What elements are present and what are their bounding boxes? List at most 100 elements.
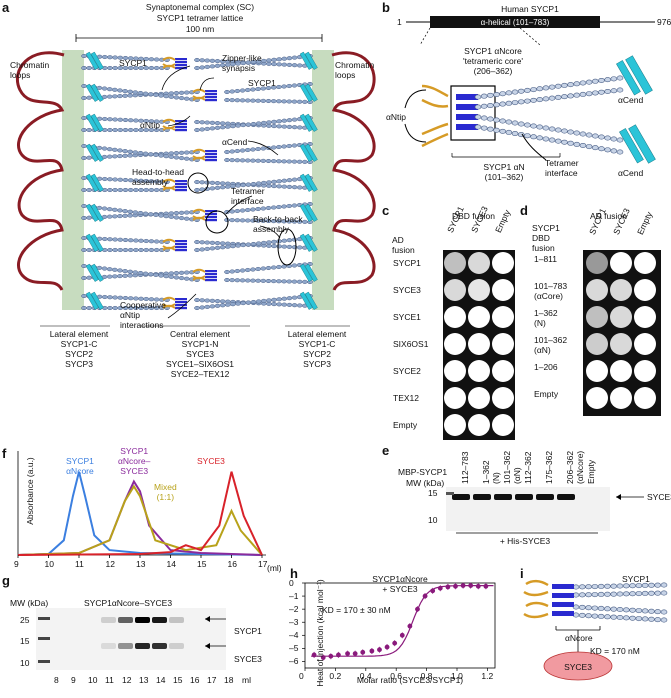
d-row-1: 101–783 (αCore) bbox=[534, 281, 568, 301]
scale-label: 100 nm bbox=[185, 24, 215, 34]
f-chromatogram bbox=[17, 451, 266, 558]
c-row-1: SYCE3 bbox=[393, 285, 421, 295]
g-band-sycp1 bbox=[118, 617, 133, 623]
e-ylabel2: MW (kDa) bbox=[406, 478, 445, 488]
h-ytick-3: –3 bbox=[289, 617, 299, 628]
panel-label-g: g bbox=[2, 573, 10, 588]
human-sycp1-title: Human SYCP1 bbox=[501, 4, 559, 14]
lateral-element-left-list: Lateral element SYCP1-C SYCP2 SYCP3 bbox=[34, 329, 124, 369]
c-spot bbox=[444, 414, 466, 436]
lateral-right-3: SYCP3 bbox=[303, 359, 331, 369]
f-legend-1: SYCP1 αNcore– SYCE3 bbox=[118, 446, 151, 476]
f-xtick-5: 14 bbox=[166, 559, 176, 569]
c-spot bbox=[444, 279, 466, 301]
c-spot bbox=[468, 306, 490, 328]
h-kd: KD = 170 ± 30 nM bbox=[322, 605, 391, 615]
head-to-head-marker bbox=[187, 172, 209, 194]
cooperative-label: Cooperative αNtip interactions bbox=[120, 300, 166, 330]
d-spot bbox=[610, 387, 632, 409]
e-band bbox=[536, 494, 554, 500]
d-spot bbox=[634, 279, 656, 301]
d-header: AD fusion bbox=[590, 211, 627, 221]
chromatin-loops-left bbox=[15, 51, 65, 291]
panel-label-c: c bbox=[382, 203, 390, 218]
f-legend-3: SYCE3 bbox=[197, 456, 225, 466]
sycp1-end: 976 bbox=[657, 17, 671, 27]
lateral-right-2: SYCP2 bbox=[303, 349, 331, 359]
c-spot bbox=[468, 279, 490, 301]
lateral-left-0: Lateral element bbox=[49, 329, 109, 339]
g-band-sycp1 bbox=[152, 617, 167, 623]
core-label: SYCP1 αNcore 'tetrameric core' (206–362) bbox=[463, 46, 523, 76]
d-spot bbox=[634, 252, 656, 274]
c-spot bbox=[492, 360, 514, 382]
c-row-6: Empty bbox=[393, 420, 418, 430]
lateral-left-3: SYCP3 bbox=[65, 359, 93, 369]
h-xtick-0: 0 bbox=[299, 671, 304, 681]
g-xtick-8: 16 bbox=[190, 675, 200, 685]
chromatin-loops-right bbox=[331, 51, 376, 291]
acend-label-b2: αCend bbox=[618, 168, 644, 178]
core-box bbox=[450, 85, 496, 141]
g-band-syce3 bbox=[118, 643, 133, 649]
d-spot bbox=[610, 252, 632, 274]
d-spot bbox=[586, 333, 608, 355]
d-spot bbox=[634, 306, 656, 328]
central-2: SYCE3 bbox=[186, 349, 214, 359]
e-band bbox=[557, 494, 575, 500]
c-spot bbox=[444, 252, 466, 274]
central-element-list: Central element SYCP1-N SYCE3 SYCE1–SIX6… bbox=[145, 329, 255, 379]
c-spot bbox=[468, 360, 490, 382]
d-spot bbox=[610, 333, 632, 355]
an-label: SYCP1 αN (101–362) bbox=[483, 162, 525, 182]
zipper-label: Zipper-like synapsis bbox=[222, 53, 262, 73]
tetramer-interface-label-a: Tetramer interface bbox=[231, 186, 265, 206]
c-spot bbox=[444, 360, 466, 382]
c-spot bbox=[468, 414, 490, 436]
g-xtick-3: 11 bbox=[105, 675, 114, 685]
h-title: SYCP1αNcore + SYCE3 bbox=[372, 574, 428, 594]
g-ladder-band bbox=[38, 617, 50, 620]
acend-label-b1: αCend bbox=[618, 95, 644, 105]
c-spot bbox=[468, 333, 490, 355]
e-band bbox=[494, 494, 512, 500]
h-xlabel: Molar ratio (SYCE3/SYCP1) bbox=[356, 675, 464, 685]
panel-label-d: d bbox=[520, 203, 528, 218]
d-row-2: 1–362 (N) bbox=[534, 308, 558, 328]
g-ladder-band bbox=[38, 660, 50, 663]
d-spot bbox=[586, 387, 608, 409]
sc-lattice-diagram bbox=[15, 34, 376, 327]
c-spot bbox=[492, 414, 514, 436]
h-ytick-4: –4 bbox=[289, 630, 299, 641]
sycp1-label-a2: SYCP1 bbox=[248, 78, 276, 88]
sc-title: Synaptonemal complex (SC) bbox=[145, 2, 255, 12]
central-3: SYCE1–SIX6OS1 bbox=[165, 359, 235, 369]
acend-label-a: αCend bbox=[222, 137, 248, 147]
antip-label-a: αNtip bbox=[140, 120, 161, 130]
h-xtick-6: 1.2 bbox=[481, 671, 494, 681]
e-bottom: + His-SYCE3 bbox=[499, 536, 551, 546]
sycp1-start: 1 bbox=[397, 17, 402, 27]
chromatin-loops-left-label: Chromatin loops bbox=[10, 60, 50, 80]
g-xunit: ml bbox=[242, 675, 251, 685]
h-xtick-3: 0.6 bbox=[390, 671, 403, 681]
h-ytick-5: –5 bbox=[289, 643, 299, 654]
head-to-head-label: Head-to-head assembly bbox=[132, 167, 184, 187]
d-spot bbox=[634, 387, 656, 409]
tetramer-interface-marker bbox=[205, 210, 229, 234]
h-ytick-0: 0 bbox=[289, 578, 294, 588]
g-title: SYCP1αNcore–SYCE3 bbox=[84, 598, 173, 608]
helix-label: α-helical (101–783) bbox=[480, 18, 550, 27]
d-row-4: 1–206 bbox=[534, 362, 558, 372]
sycp1-label-a1: SYCP1 bbox=[119, 58, 147, 68]
e-band bbox=[473, 494, 491, 500]
tetramer-interface-label-b: Tetramer interface bbox=[545, 158, 579, 178]
lateral-element-right bbox=[312, 50, 334, 310]
d-rowhead: SYCP1 DBD fusion bbox=[532, 223, 560, 253]
g-band-syce3 bbox=[152, 643, 167, 649]
c-row-5: TEX12 bbox=[393, 393, 419, 403]
d-spot bbox=[610, 279, 632, 301]
g-xtick-1: 9 bbox=[71, 675, 76, 685]
h-xtick-2: 0.4 bbox=[359, 671, 372, 681]
